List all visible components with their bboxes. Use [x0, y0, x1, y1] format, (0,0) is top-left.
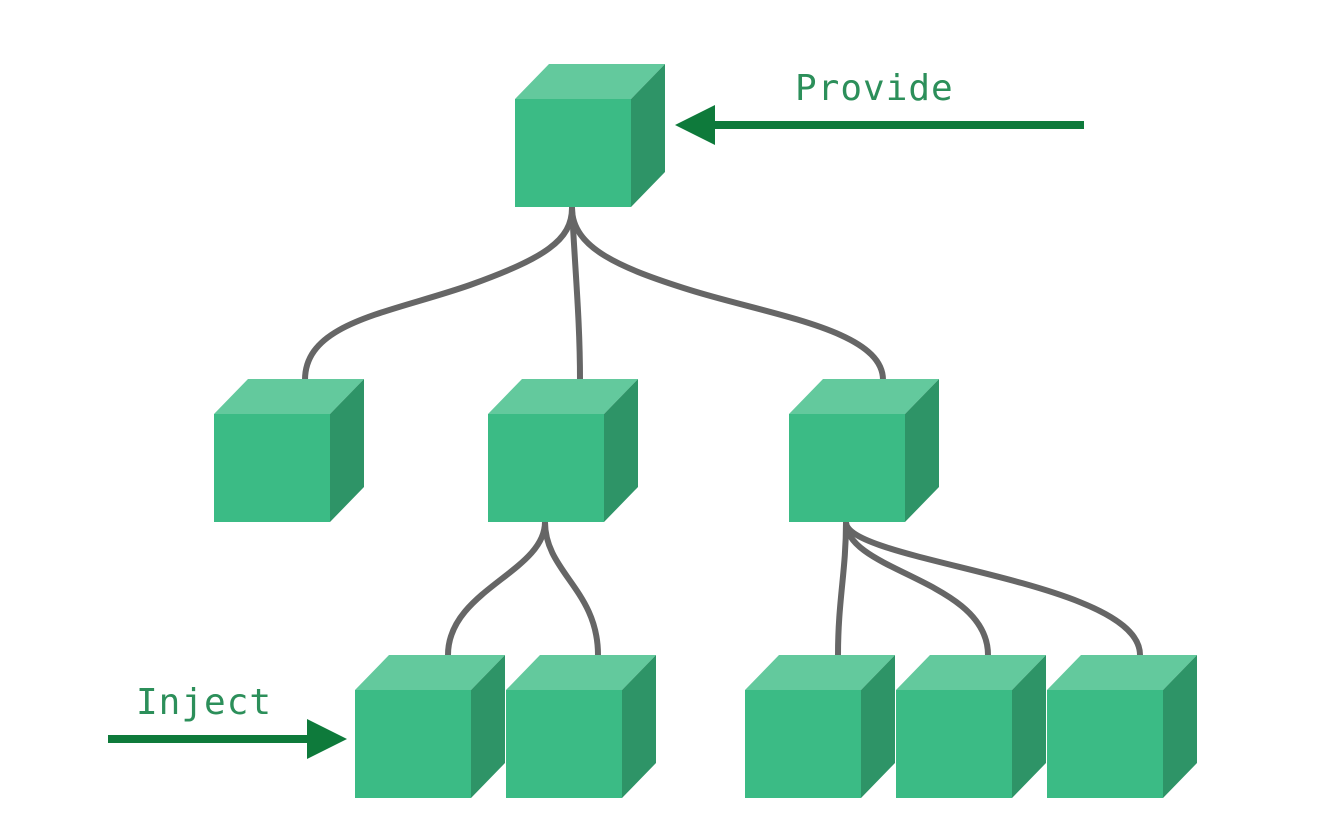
cube-top-face [789, 379, 939, 414]
cube-side-face [622, 655, 656, 798]
provide-arrow [675, 105, 1084, 145]
inject-arrow [108, 719, 347, 759]
connector-root-to-child-right [569, 205, 886, 383]
connector-child-right-to-grandchild-5 [843, 519, 1143, 658]
cube-side-face [1163, 655, 1197, 798]
cube-grandchild-5 [1047, 655, 1197, 798]
cube-front-face [214, 414, 330, 522]
cube-grandchild-4 [896, 655, 1046, 798]
cube-side-face [1012, 655, 1046, 798]
cube-front-face [515, 99, 631, 207]
cube-child-left [214, 379, 364, 522]
connector-child-middle-to-grandchild-2 [542, 519, 601, 658]
cube-top-face [506, 655, 656, 690]
cube-root [515, 64, 665, 207]
cube-child-right [789, 379, 939, 522]
cube-top-face [488, 379, 638, 414]
cube-side-face [604, 379, 638, 522]
cube-side-face [905, 379, 939, 522]
connector-child-middle-to-grandchild-1 [445, 519, 548, 658]
cube-side-face [861, 655, 895, 798]
cube-side-face [471, 655, 505, 798]
cube-grandchild-1 [355, 655, 505, 798]
inject-arrowhead-icon [307, 719, 347, 759]
cube-front-face [896, 690, 1012, 798]
inject-label: Inject [136, 682, 272, 723]
cube-front-face [789, 414, 905, 522]
cube-front-face [745, 690, 861, 798]
cube-top-face [745, 655, 895, 690]
provide-label: Provide [795, 68, 954, 109]
cube-grandchild-3 [745, 655, 895, 798]
connector-root-to-child-left [302, 205, 575, 383]
cube-top-face [355, 655, 505, 690]
cube-top-face [896, 655, 1046, 690]
cube-front-face [355, 690, 471, 798]
cube-side-face [631, 64, 665, 207]
cube-side-face [330, 379, 364, 522]
cube-front-face [1047, 690, 1163, 798]
cube-top-face [515, 64, 665, 99]
connector-root-to-child-middle [569, 205, 583, 383]
provide-arrowhead-icon [675, 105, 715, 145]
cube-front-face [488, 414, 604, 522]
component-tree [214, 64, 1197, 798]
connectors [302, 205, 1143, 658]
connector-child-right-to-grandchild-3 [835, 519, 849, 658]
cube-grandchild-2 [506, 655, 656, 798]
cube-top-face [214, 379, 364, 414]
cube-front-face [506, 690, 622, 798]
cube-top-face [1047, 655, 1197, 690]
cube-child-middle [488, 379, 638, 522]
connector-child-right-to-grandchild-4 [843, 519, 991, 658]
